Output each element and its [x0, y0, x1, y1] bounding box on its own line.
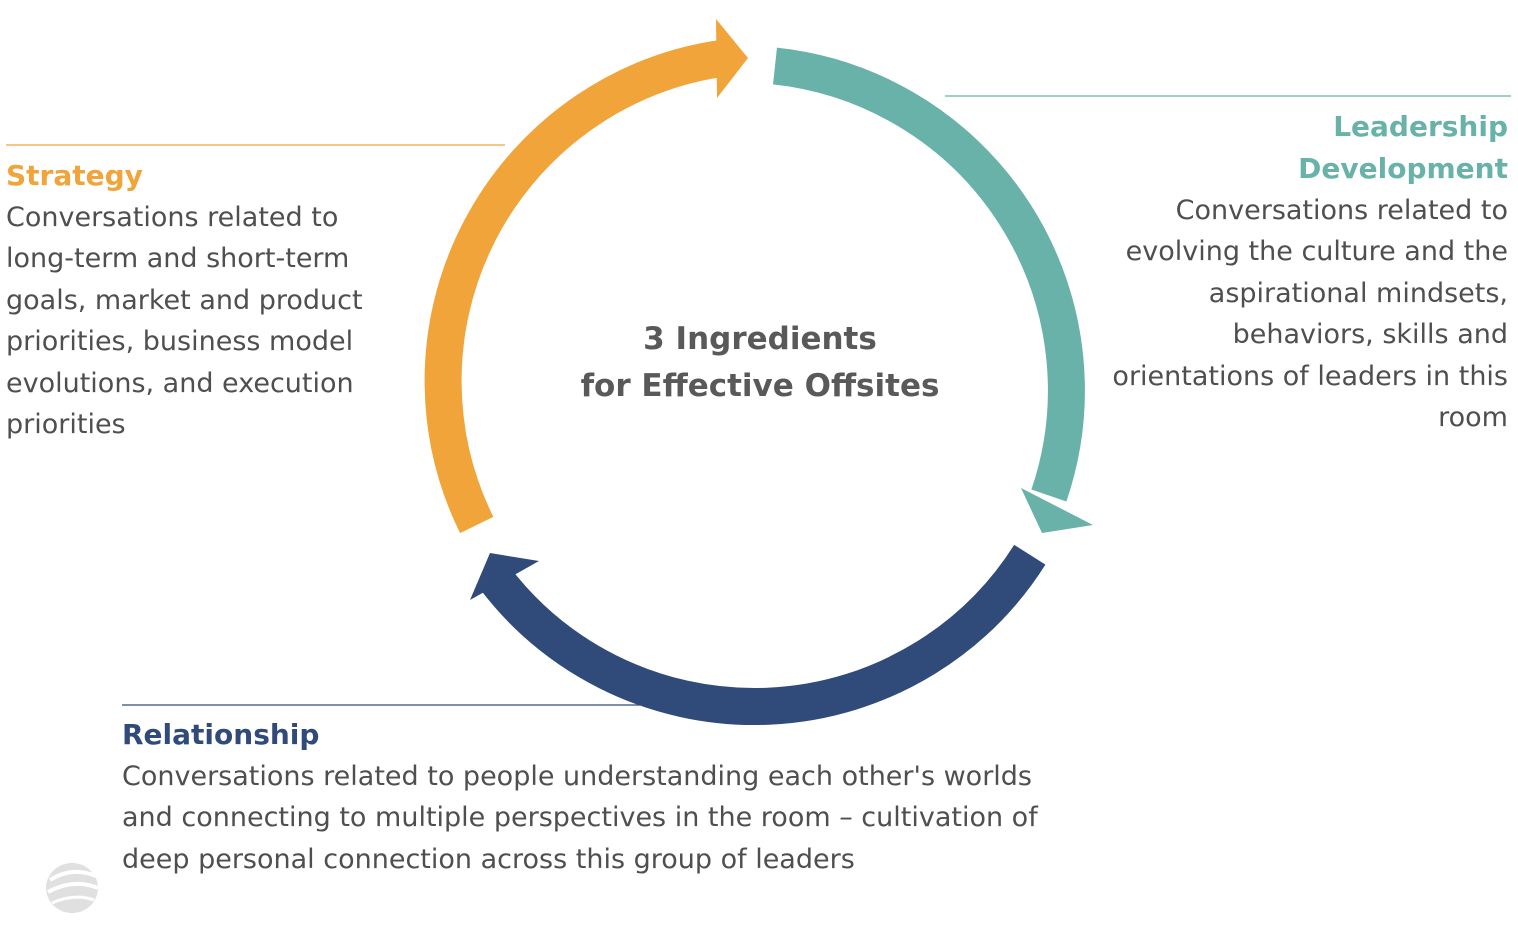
relationship-description: Conversations related to people understa… — [122, 761, 1038, 875]
relationship-block: Relationship Conversations related to pe… — [122, 714, 1082, 880]
relationship-arrowhead — [470, 553, 539, 600]
strategy-title: Strategy — [6, 159, 143, 192]
leadership-arrowhead — [1021, 488, 1093, 533]
strategy-block: Strategy Conversations related to long-t… — [6, 155, 401, 445]
strategy-description: Conversations related to long-term and s… — [6, 202, 363, 441]
center-title-line-2: for Effective Offsites — [580, 368, 940, 404]
strategy-arrow — [424, 40, 724, 534]
leadership-title-line-1: Leadership — [1333, 110, 1508, 143]
leadership-development-block: Leadership Development Conversations rel… — [1088, 106, 1508, 438]
leadership-description: Conversations related to evolving the cu… — [1112, 195, 1508, 434]
relationship-title: Relationship — [122, 718, 320, 751]
center-title-line-1: 3 Ingredients — [643, 321, 877, 357]
company-logo-icon — [46, 863, 99, 913]
center-title: 3 Ingredients for Effective Offsites — [560, 316, 960, 410]
relationship-arrow — [479, 544, 1046, 726]
strategy-arrowhead — [716, 19, 748, 98]
leadership-title-line-2: Development — [1298, 152, 1508, 185]
leadership-arrow — [773, 47, 1085, 502]
